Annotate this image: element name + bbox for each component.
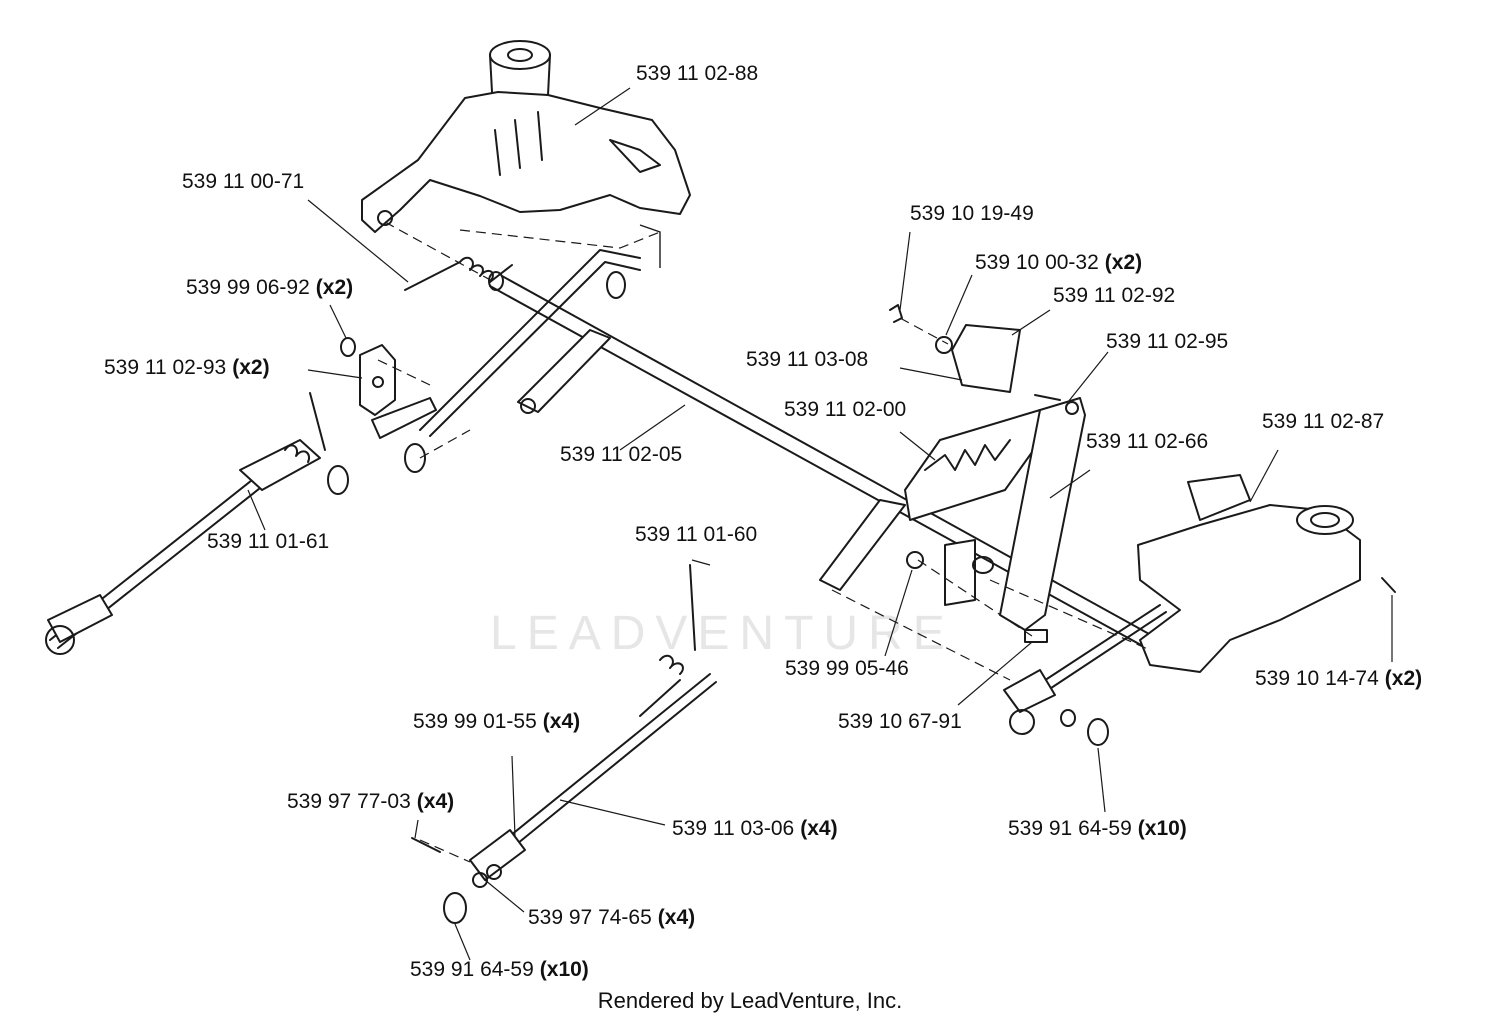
callout-part-number: 539 11 02-92 xyxy=(1053,284,1176,307)
callout-part-number: 539 11 02-66 xyxy=(1086,430,1209,453)
left-retaining-rings xyxy=(327,271,626,495)
callout-part-number: 539 11 02-87 xyxy=(1262,410,1385,433)
callout-quantity: (x2) xyxy=(232,356,270,379)
right-clevis xyxy=(1003,604,1167,746)
center-link-arm xyxy=(517,329,611,414)
callout-539-11-01-60: 539 11 01-60 xyxy=(635,523,763,547)
left-arm-plate xyxy=(359,344,437,439)
callout-quantity: (x4) xyxy=(542,710,581,733)
callout-part-number: 539 99 06-92 xyxy=(186,276,310,299)
callout-part-number: 539 91 64-59 xyxy=(410,958,534,981)
pedal-pad xyxy=(951,324,1021,393)
callout-539-11-02-95: 539 11 02-95 xyxy=(1106,330,1234,354)
assembly-lines xyxy=(377,221,1151,863)
callout-539-10-19-49: 539 10 19-49 xyxy=(910,202,1040,226)
callout-539-11-02-66: 539 11 02-66 xyxy=(1086,430,1214,454)
callout-part-number: 539 97 74-65 xyxy=(528,906,652,929)
callout-539-11-02-87: 539 11 02-87 xyxy=(1262,410,1390,434)
callout-part-number: 539 11 02-05 xyxy=(560,443,683,466)
callout-539-11-02-92: 539 11 02-92 xyxy=(1053,284,1181,308)
callout-part-number: 539 99 01-55 xyxy=(413,710,537,733)
spring-left-rod xyxy=(284,392,326,463)
callout-quantity: (x2) xyxy=(1384,667,1423,690)
left-mount-bracket xyxy=(361,40,691,233)
callout-part-number: 539 10 67-91 xyxy=(838,710,962,733)
callout-539-11-02-88: 539 11 02-88 xyxy=(636,62,764,86)
callout-539-11-03-06: 539 11 03-06(x4) xyxy=(672,817,838,841)
callout-539-10-14-74: 539 10 14-74(x2) xyxy=(1255,667,1422,691)
callout-539-99-01-55: 539 99 01-55(x4) xyxy=(413,710,580,734)
right-mount-bracket xyxy=(1137,474,1396,673)
callout-539-11-01-61: 539 11 01-61 xyxy=(207,530,335,554)
callout-part-number: 539 10 19-49 xyxy=(910,202,1034,225)
torsion-spring-upper xyxy=(404,256,513,291)
callout-539-11-03-08: 539 11 03-08 xyxy=(746,348,874,372)
callout-539-91-64-59-right: 539 91 64-59(x10) xyxy=(1008,817,1187,841)
callout-quantity: (x10) xyxy=(1137,817,1187,840)
callout-part-number: 539 11 02-95 xyxy=(1106,330,1229,353)
callout-part-number: 539 11 00-71 xyxy=(182,170,305,193)
callout-539-10-67-91: 539 10 67-91 xyxy=(838,710,968,734)
callout-539-11-02-00: 539 11 02-00 xyxy=(784,398,912,422)
callout-part-number: 539 11 01-61 xyxy=(207,530,330,553)
callout-539-99-06-92: 539 99 06-92(x2) xyxy=(186,276,353,300)
callout-part-number: 539 10 14-74 xyxy=(1255,667,1379,690)
callout-part-number: 539 11 03-06 xyxy=(672,817,795,840)
lower-link-rod xyxy=(411,673,717,924)
lift-arm-right xyxy=(819,499,994,606)
callout-539-11-02-05: 539 11 02-05 xyxy=(560,443,688,467)
callout-part-number: 539 97 77-03 xyxy=(287,790,411,813)
callout-part-number: 539 11 02-93 xyxy=(104,356,227,379)
callout-part-number: 539 11 02-00 xyxy=(784,398,907,421)
callout-539-91-64-59-left: 539 91 64-59(x10) xyxy=(410,958,589,982)
watermark-text: LEADVENTURE xyxy=(490,607,955,660)
callout-quantity: (x2) xyxy=(315,276,354,299)
callout-539-10-00-32: 539 10 00-32(x2) xyxy=(975,251,1142,275)
callout-539-97-77-03: 539 97 77-03(x4) xyxy=(287,790,454,814)
callout-539-99-05-46: 539 99 05-46 xyxy=(785,657,915,681)
callout-539-11-00-71: 539 11 00-71 xyxy=(182,170,310,194)
callout-539-97-74-65: 539 97 74-65(x4) xyxy=(528,906,695,930)
callout-part-number: 539 91 64-59 xyxy=(1008,817,1132,840)
rendered-by-footer: Rendered by LeadVenture, Inc. xyxy=(597,988,903,1013)
callout-part-number: 539 11 01-60 xyxy=(635,523,758,546)
torsion-spring-lower xyxy=(639,564,696,717)
callout-quantity: (x4) xyxy=(800,817,838,840)
upper-link-rod xyxy=(419,249,641,437)
right-hardware xyxy=(889,304,1061,643)
callout-part-number: 539 11 02-88 xyxy=(636,62,759,85)
callout-quantity: (x10) xyxy=(539,958,589,981)
callout-part-number: 539 11 03-08 xyxy=(746,348,869,371)
callout-part-number: 539 10 00-32 xyxy=(975,251,1099,274)
callout-quantity: (x4) xyxy=(416,790,455,813)
leader-lines xyxy=(247,87,1393,961)
callout-quantity: (x4) xyxy=(657,906,696,929)
callout-part-number: 539 99 05-46 xyxy=(785,657,909,680)
callout-539-11-02-93: 539 11 02-93(x2) xyxy=(104,356,270,380)
callout-quantity: (x2) xyxy=(1104,251,1143,274)
